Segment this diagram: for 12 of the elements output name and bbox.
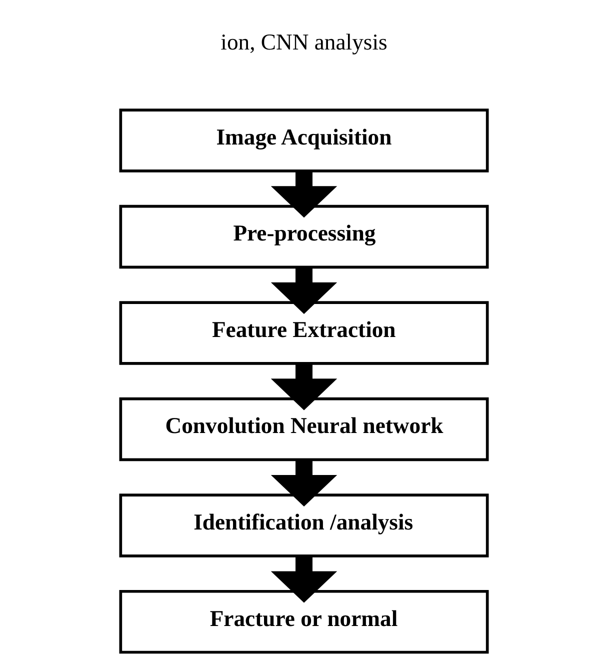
node-box: Convolution Neural network	[118, 397, 488, 462]
node-box: Identification /analysis	[118, 494, 488, 558]
label: ion, CNN analysis	[220, 30, 387, 55]
arrow	[270, 460, 337, 506]
arrow	[270, 267, 337, 314]
node-box: Pre-processing	[118, 204, 488, 269]
arrow	[270, 170, 337, 218]
arrow	[270, 363, 337, 410]
node-box: Image Acquisition	[118, 108, 488, 172]
node-box: Fracture or normal	[118, 590, 488, 654]
arrow	[270, 556, 337, 603]
node-box: Feature Extraction	[118, 301, 488, 365]
